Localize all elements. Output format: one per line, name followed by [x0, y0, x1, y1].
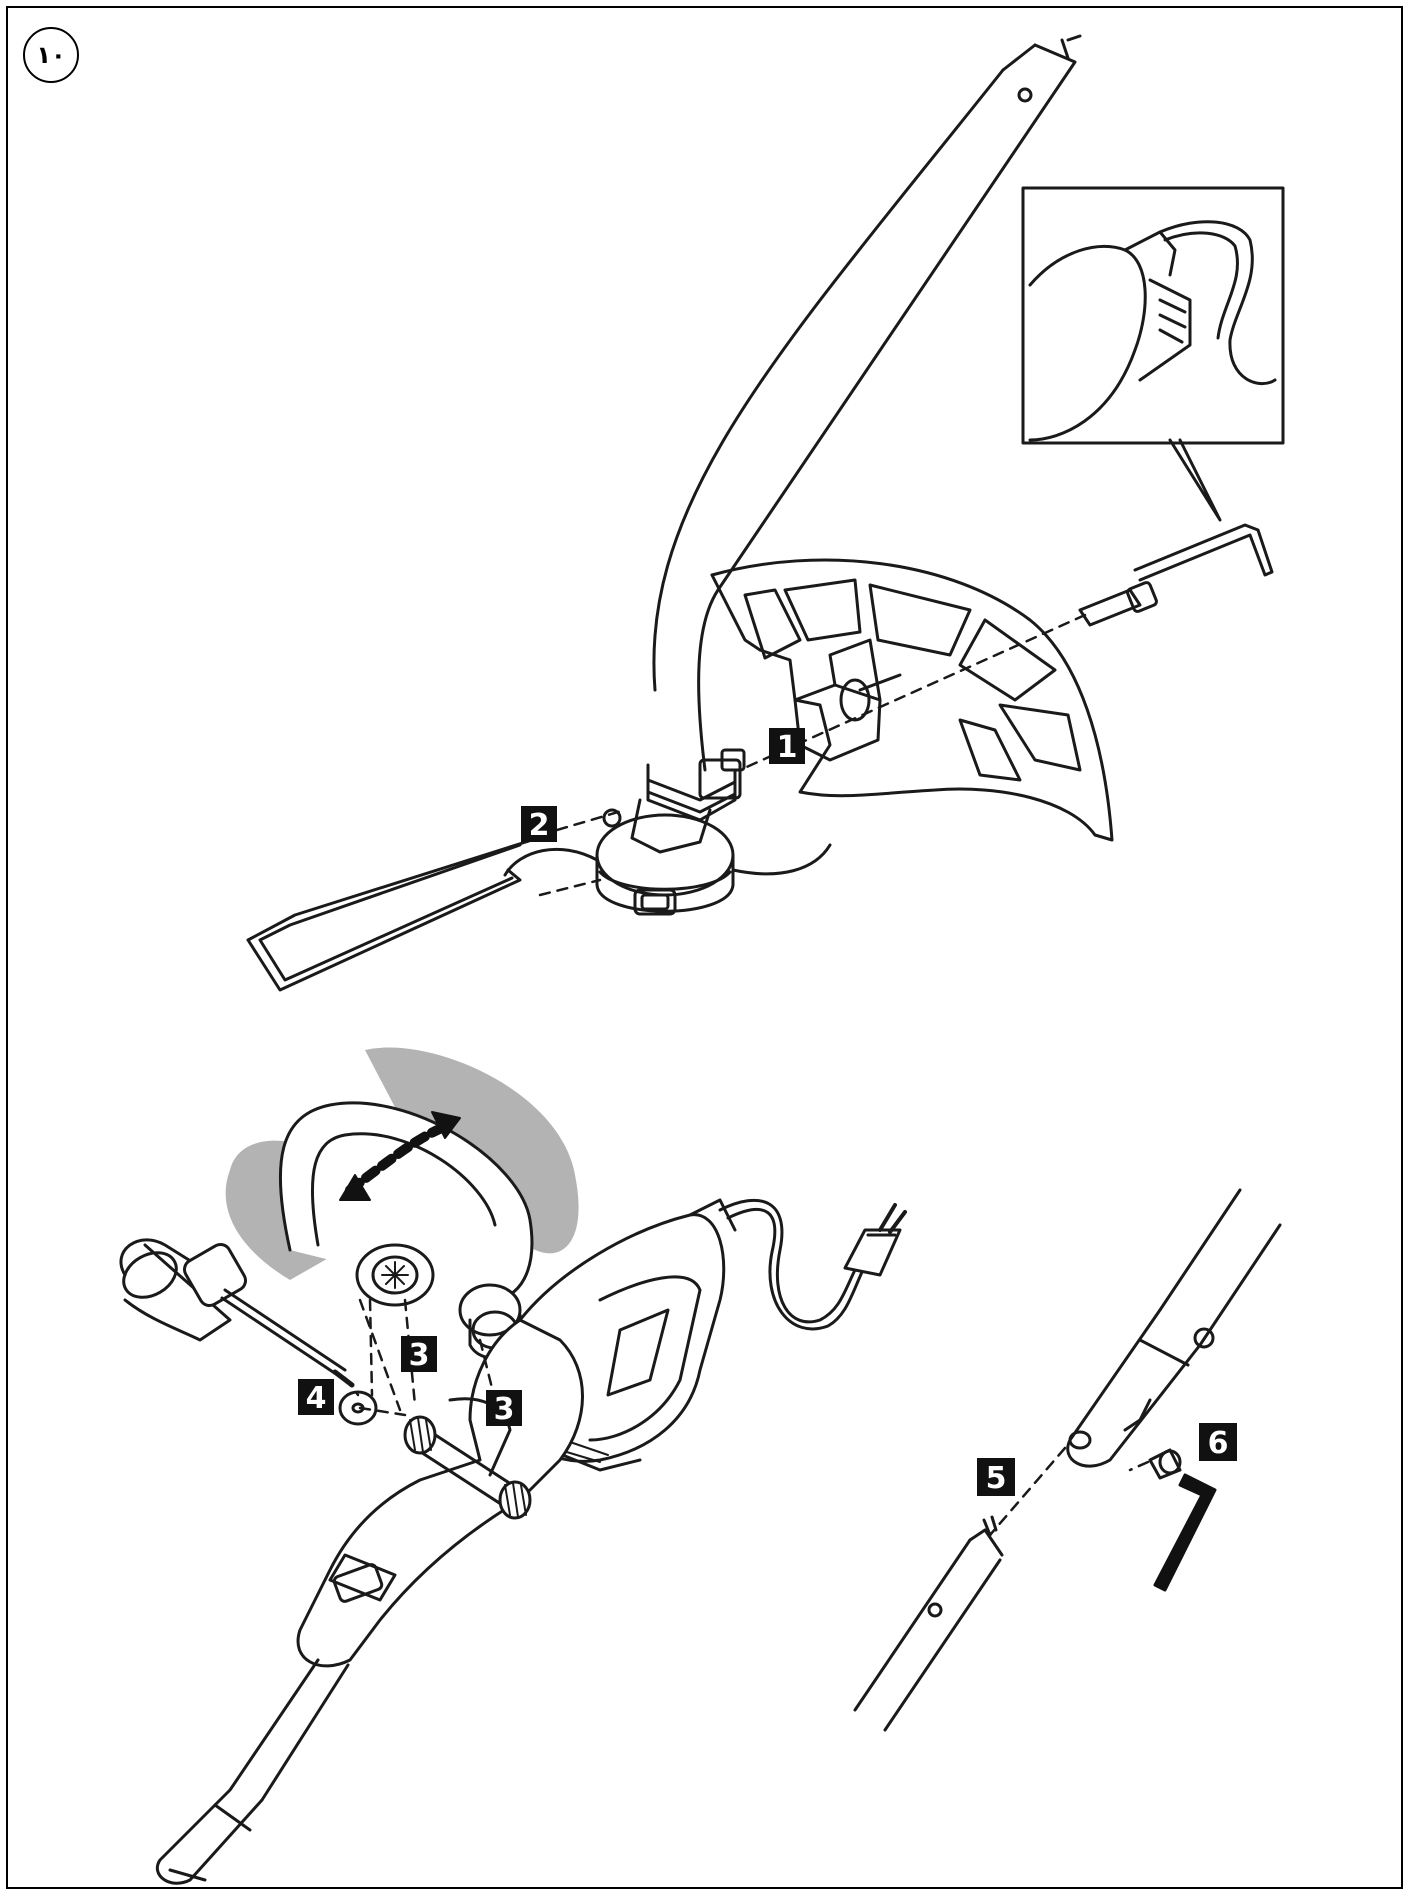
cutting-line-right	[731, 843, 832, 876]
callout-3b: 3	[486, 1390, 522, 1427]
shaft-clamp	[630, 748, 746, 854]
assembly-lines-bottom-right	[988, 1446, 1150, 1537]
assembly-lines-top	[538, 613, 1087, 897]
grass-guard	[710, 558, 1114, 842]
callout-3a-label: 3	[409, 1338, 430, 1373]
callout-5-label: 5	[986, 1461, 1007, 1496]
upper-shaft	[652, 34, 1082, 772]
hex-key-top	[1133, 523, 1274, 582]
callout-4-label: 4	[306, 1381, 327, 1416]
callout-5: 5	[977, 1458, 1015, 1496]
spacer-tool	[246, 838, 534, 992]
callout-2: 2	[521, 806, 557, 843]
callout-6-label: 6	[1208, 1426, 1229, 1461]
handle-knob	[119, 1238, 355, 1388]
guard-screw	[1078, 581, 1158, 627]
rotation-arrow-head-left	[339, 1174, 371, 1201]
lower-coupling-shaft	[853, 1515, 1004, 1732]
handle-mount-bar	[403, 1415, 532, 1520]
trimmer-head	[595, 808, 735, 916]
callout-4: 4	[298, 1379, 334, 1416]
callout-2-label: 2	[529, 808, 550, 843]
upper-coupling-shaft	[1066, 1188, 1282, 1468]
figure-number-text: ١٠	[36, 41, 66, 69]
rotation-arrow-head-right	[431, 1111, 461, 1139]
hex-key-bottom	[1153, 1473, 1217, 1592]
cutting-line-left	[503, 847, 599, 877]
washer	[338, 1390, 378, 1426]
spacer-tool-inner	[258, 843, 522, 982]
power-plug	[843, 1203, 907, 1277]
callout-6: 6	[1199, 1423, 1237, 1461]
callout-1: 1	[769, 728, 805, 765]
coupling-screw	[1148, 1448, 1182, 1480]
power-cord	[718, 1198, 864, 1331]
callout-1-label: 1	[777, 730, 798, 765]
rear-grip	[296, 1318, 584, 1668]
guard-mount	[793, 638, 902, 762]
callout-3a: 3	[401, 1336, 437, 1373]
inset-detail	[1021, 186, 1285, 522]
figure-number-badge: ١٠	[23, 27, 79, 83]
lower-main-shaft	[155, 1658, 350, 1885]
assembly-lines-bottom-left	[343, 1298, 502, 1422]
callout-3b-label: 3	[494, 1392, 515, 1427]
